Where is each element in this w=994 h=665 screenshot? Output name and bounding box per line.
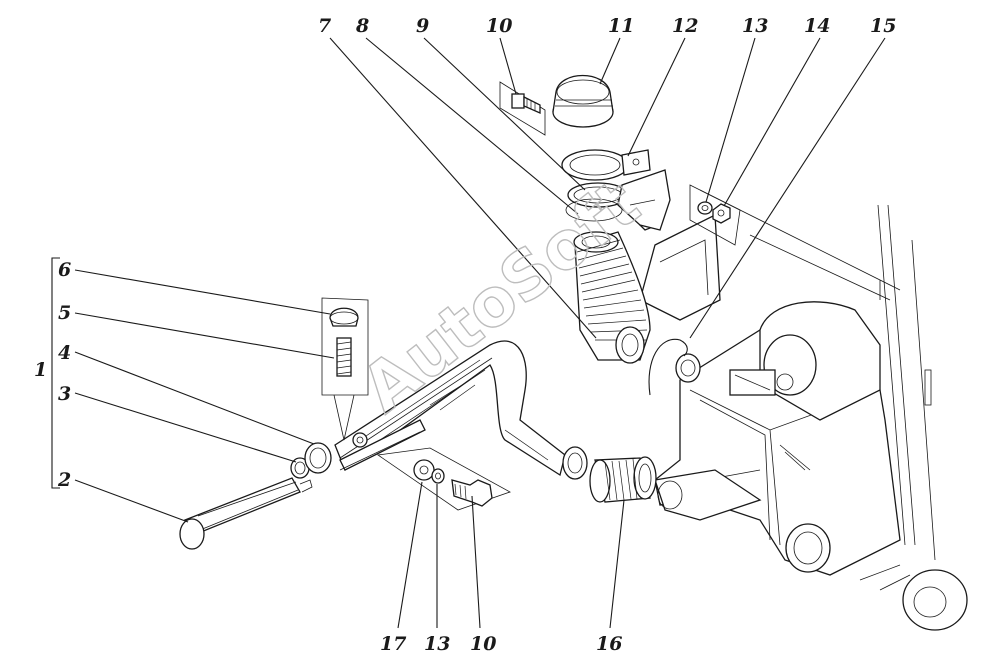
main-pipe [334,340,588,480]
callout-4: 4 [58,342,71,364]
part-10-top-bolt [499,81,546,136]
callout-12: 12 [672,15,698,37]
callout-6: 6 [58,259,71,281]
part-4-clamp [304,442,332,474]
callout-17: 17 [380,633,406,655]
callout-10-bottom: 10 [470,633,496,655]
callout-3: 3 [58,383,71,405]
bellows-hose [573,231,651,364]
part-13-14-top-fasteners [689,184,741,246]
callout-11: 11 [608,15,634,37]
bracket-plate [617,169,671,231]
callout-13-bottom: 13 [424,633,450,655]
callout-numbers: 1 2 3 4 5 6 7 8 9 10 11 12 13 14 15 17 1… [34,15,896,655]
callout-8: 8 [355,15,369,37]
part-2-rod [179,477,313,550]
callout-5: 5 [58,302,71,324]
part-15-clip [648,338,688,396]
callout-10-top: 10 [486,15,512,37]
callout-13-top: 13 [742,15,768,37]
callout-9: 9 [416,15,429,37]
leader-lines [51,37,886,629]
part-12-clamp [561,149,651,181]
callout-14: 14 [804,15,830,37]
callout-7: 7 [318,15,331,37]
callout-2: 2 [57,469,71,491]
part-17-13-10-bottom-fasteners [376,447,511,511]
part-8-9-rings [565,182,629,222]
part-16-sleeve [589,456,657,503]
machine-frame [638,189,968,631]
callout-15: 15 [870,15,896,37]
part-5-6-stud-nut [321,297,369,441]
callout-16: 16 [596,633,622,655]
part-11-cap [552,74,614,128]
callout-1: 1 [34,359,47,381]
